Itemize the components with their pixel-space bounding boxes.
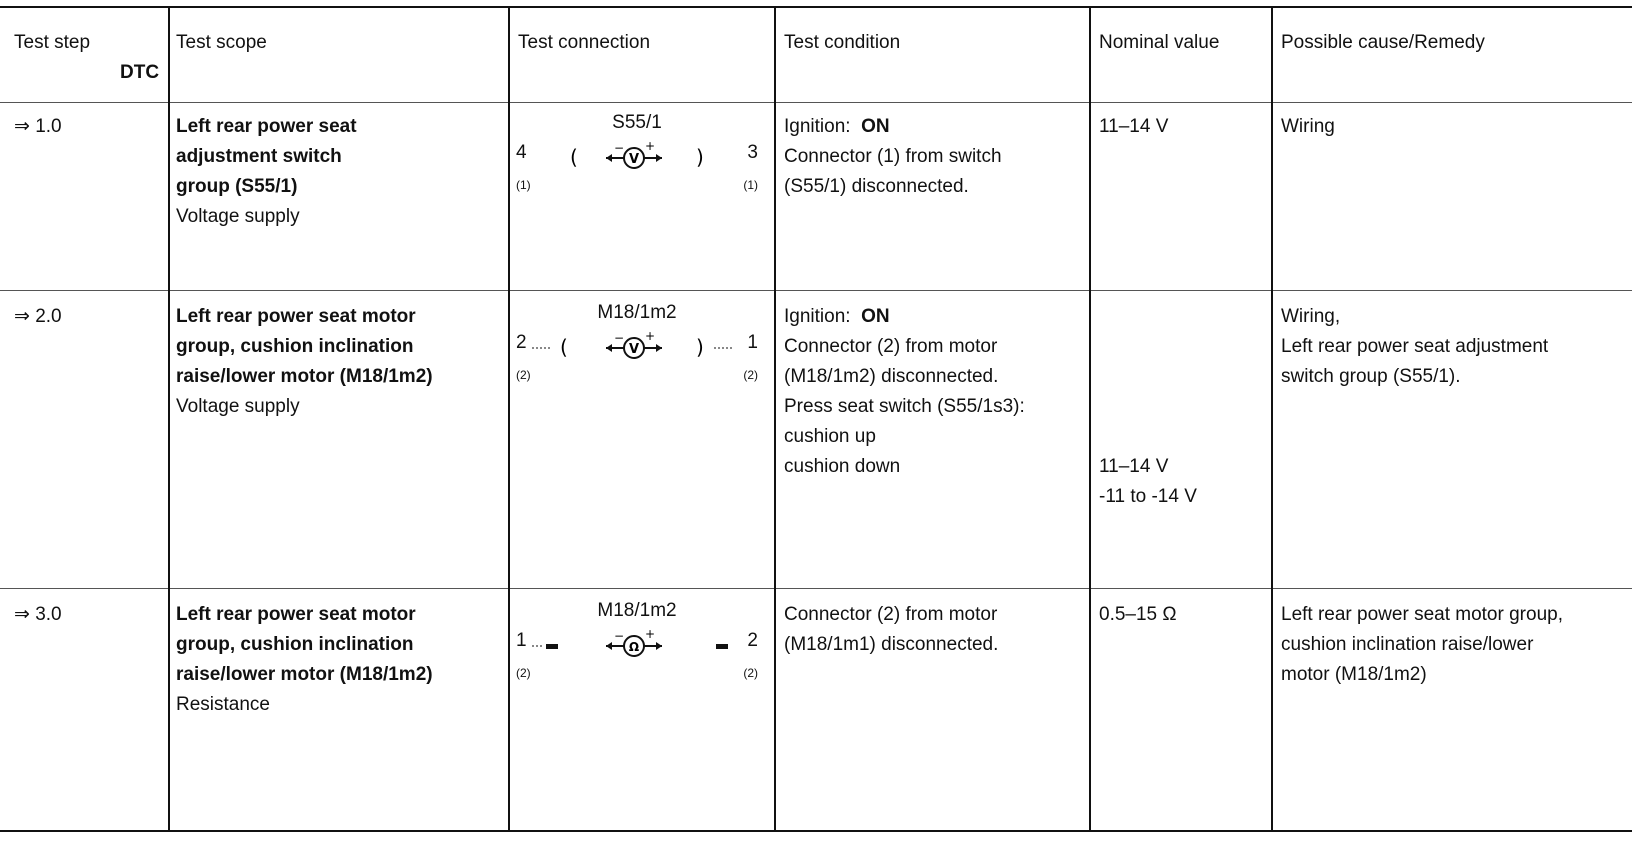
row2-scope-line3: raise/lower motor (M18/1m2) — [176, 366, 433, 387]
row1-scope-line2: adjustment switch — [176, 146, 342, 167]
row1-pin-right: 3 — [747, 142, 758, 163]
row1-scope: Left rear power seat adjustment switch g… — [176, 112, 506, 232]
row2-nominal: 11–14 V -11 to -14 V — [1099, 452, 1269, 512]
header-nominal-value: Nominal value — [1099, 32, 1220, 53]
svg-text:V: V — [629, 152, 639, 167]
header-possible-cause: Possible cause/Remedy — [1281, 32, 1485, 53]
row3-remedy-line1: Left rear power seat motor group, — [1281, 604, 1563, 625]
row1-component-label: S55/1 — [612, 112, 662, 133]
svg-text:): ) — [696, 335, 704, 359]
row3-scope-line2: group, cushion inclination — [176, 634, 414, 655]
row3-remedy: Left rear power seat motor group, cushio… — [1281, 600, 1626, 690]
voltmeter-icon: ( ) − V + — [570, 139, 704, 169]
header-test-scope: Test scope — [176, 32, 267, 53]
row2-component-label: M18/1m2 — [597, 302, 677, 323]
svg-text:): ) — [696, 145, 704, 169]
col-divider-4 — [1089, 6, 1091, 830]
col-divider-1 — [168, 6, 170, 830]
row3-pin-right: 2 — [747, 630, 758, 651]
row3-scope: Left rear power seat motor group, cushio… — [176, 600, 506, 720]
row2-pin-right: 1 — [747, 332, 758, 353]
row3-condition-line1: Connector (2) from motor — [784, 604, 998, 625]
row2-rule — [0, 588, 1632, 589]
row3-nominal: 0.5–15 Ω — [1099, 604, 1177, 625]
row2-sub-right: (2) — [743, 368, 758, 382]
row3-scope-type: Resistance — [176, 694, 270, 715]
header-test-condition: Test condition — [784, 32, 901, 53]
svg-text:−: − — [614, 331, 624, 345]
row3-condition: Connector (2) from motor (M18/1m1) disco… — [784, 600, 1084, 660]
col-divider-3 — [774, 6, 776, 830]
top-rule — [0, 6, 1632, 8]
row2-scope-line2: group, cushion inclination — [176, 336, 414, 357]
row2-pin-left: 2 — [516, 332, 527, 353]
row2-remedy-line1: Wiring, — [1281, 306, 1341, 327]
svg-text:+: + — [645, 329, 655, 343]
row2-nominal-down: -11 to -14 V — [1099, 486, 1197, 507]
svg-text:−: − — [614, 629, 624, 643]
header-test-step: Test step — [14, 32, 91, 53]
row1-condition-line3: (S55/1) disconnected. — [784, 176, 969, 197]
header-test-connection: Test connection — [518, 32, 651, 53]
svg-text:+: + — [645, 627, 655, 641]
row2-scope-type: Voltage supply — [176, 396, 300, 417]
row2-condition-line3: (M18/1m2) disconnected. — [784, 366, 999, 387]
row3-sub-left: (2) — [516, 666, 531, 680]
voltmeter-icon: ( ) − V + — [532, 329, 734, 359]
bottom-rule — [0, 830, 1632, 832]
col-divider-2 — [508, 6, 510, 830]
row2-condition-line4: Press seat switch (S55/1s3): — [784, 396, 1025, 417]
header-rule — [0, 102, 1632, 103]
row1-scope-type: Voltage supply — [176, 206, 300, 227]
row2-remedy-line3: switch group (S55/1). — [1281, 366, 1461, 387]
row3-step: ⇒ 3.0 — [14, 604, 62, 625]
row1-nominal: 11–14 V — [1099, 116, 1169, 137]
header-dtc: DTC — [120, 62, 160, 83]
row1-sub-right: (1) — [743, 178, 758, 192]
row1-scope-line3: group (S55/1) — [176, 176, 298, 197]
row3-component-label: M18/1m2 — [597, 600, 677, 621]
row2-scope-line1: Left rear power seat motor — [176, 306, 416, 327]
row2-remedy: Wiring, Left rear power seat adjustment … — [1281, 302, 1626, 392]
row1-step: ⇒ 1.0 — [14, 116, 62, 137]
svg-text:Ω: Ω — [629, 640, 639, 654]
row3-condition-line2: (M18/1m1) disconnected. — [784, 634, 999, 655]
row2-condition-line2: Connector (2) from motor — [784, 336, 998, 357]
row3-scope-line3: raise/lower motor (M18/1m2) — [176, 664, 433, 685]
svg-text:(: ( — [560, 335, 568, 359]
row2-nominal-up: 11–14 V — [1099, 456, 1169, 477]
row2-condition-line6: cushion down — [784, 456, 901, 477]
row3-scope-line1: Left rear power seat motor — [176, 604, 416, 625]
row2-sub-left: (2) — [516, 368, 531, 382]
row3-sub-right: (2) — [743, 666, 758, 680]
row3-connection-diagram: M18/1m2 1 2 (2) (2) − Ω + — [508, 600, 766, 710]
svg-text:+: + — [645, 139, 655, 153]
row2-step: ⇒ 2.0 — [14, 306, 62, 327]
row2-condition-ignition: Ignition: ON — [784, 306, 890, 327]
ohmmeter-icon: − Ω + — [532, 627, 728, 657]
col-divider-5 — [1271, 6, 1273, 830]
svg-text:V: V — [629, 342, 639, 357]
row1-connection-diagram: S55/1 4 3 (1) (1) ( ) − V + — [508, 112, 766, 222]
row3-remedy-line3: motor (M18/1m2) — [1281, 664, 1427, 685]
row1-scope-line1: Left rear power seat — [176, 116, 357, 137]
row1-sub-left: (1) — [516, 178, 531, 192]
row1-condition: Ignition: ON Connector (1) from switch (… — [784, 112, 1084, 202]
row2-condition-line5: cushion up — [784, 426, 876, 447]
row3-remedy-line2: cushion inclination raise/lower — [1281, 634, 1534, 655]
row1-pin-left: 4 — [516, 142, 527, 163]
row1-condition-ignition: Ignition: ON — [784, 116, 890, 137]
svg-text:−: − — [614, 141, 624, 155]
row2-condition: Ignition: ON Connector (2) from motor (M… — [784, 302, 1084, 482]
row3-pin-left: 1 — [516, 630, 527, 651]
row2-connection-diagram: M18/1m2 2 1 (2) (2) ( ) − V + — [508, 302, 766, 412]
row2-remedy-line2: Left rear power seat adjustment — [1281, 336, 1549, 357]
svg-text:(: ( — [570, 145, 578, 169]
row2-scope: Left rear power seat motor group, cushio… — [176, 302, 506, 422]
row1-remedy: Wiring — [1281, 116, 1335, 137]
row1-rule — [0, 290, 1632, 291]
row1-condition-line2: Connector (1) from switch — [784, 146, 1002, 167]
